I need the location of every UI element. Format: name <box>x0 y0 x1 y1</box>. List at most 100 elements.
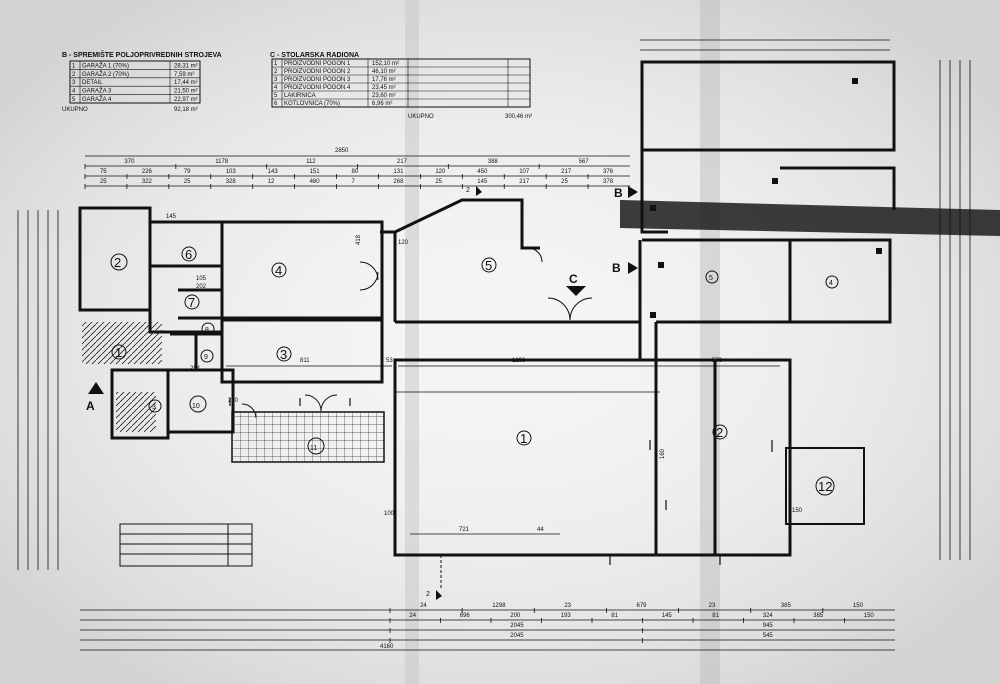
section-a-arrow <box>88 382 104 394</box>
axis-2-bottom-label: 2 <box>426 591 430 598</box>
dim-top-row2-label: 107 <box>519 169 530 175</box>
legend-workshop-row-no: 2 <box>274 69 278 75</box>
dim-bottom-row2-label: 324 <box>763 613 774 619</box>
dim-bottom-row1-label: 150 <box>853 603 864 609</box>
legend-workshop-title: C - STOLARSKA RADIONA <box>270 52 359 59</box>
section-b-lower-label: B <box>612 261 621 275</box>
legend-workshop-row-area: 6,96 m² <box>372 101 392 107</box>
room-1-main-label: 1 <box>520 431 527 446</box>
dim-bottom-row2-label: 385 <box>813 613 824 619</box>
room-7-label: 7 <box>188 295 195 310</box>
dim-44: 44 <box>537 527 544 533</box>
room-2-left-label: 2 <box>114 255 121 270</box>
dim-top-row2-label: 131 <box>393 169 404 175</box>
dim-top-row2-label: 226 <box>142 169 153 175</box>
room-3-stair-label: 3 <box>152 404 156 411</box>
dim-top-overall: 2850 <box>335 148 349 154</box>
legend-garage-row-name: GARAŽA 4 <box>82 95 112 103</box>
grid-ticks <box>229 398 773 565</box>
dim-160: 160 <box>660 448 666 459</box>
dim-top-row3-label: 328 <box>226 179 237 185</box>
dim-254: 254 <box>190 366 201 372</box>
legend-garage-row-name: GARAŽA 2 (70%) <box>82 70 129 78</box>
legend-workshop-row-name: KOTLOVNICA (70%) <box>284 101 340 107</box>
legend-workshop-row-no: 4 <box>274 85 278 91</box>
dim-bottom-row3-label: 2045 <box>510 623 524 629</box>
room-labels: 2 6 4 7 8 1 9 3 3 10 11 5 1 2 12 5 4 <box>110 246 839 496</box>
dim-bottom-row4-label: 2045 <box>510 633 524 639</box>
legend-workshop-row-name: PROIZVODNI POGON 3 <box>284 77 351 83</box>
dim-top-row3-label: 12 <box>268 179 275 185</box>
legend-garage-row-name: DETAIL <box>82 80 103 86</box>
dim-top-row2-label: 75 <box>100 169 107 175</box>
fold-line-vertical <box>405 0 419 684</box>
legend-workshop-row-name: PROIZVODNI POGON 4 <box>284 85 351 91</box>
door-swings-hall <box>527 247 593 321</box>
legend-small-bottom <box>119 523 253 567</box>
legend-garage-row-no: 2 <box>72 72 76 78</box>
stair-hatch-room-1 <box>82 322 162 364</box>
room-9-label: 9 <box>204 354 208 361</box>
legend-garage-row-area: 7,59 m² <box>174 72 194 78</box>
dim-240: 240 <box>228 398 239 404</box>
left-dimension-chains <box>17 210 59 570</box>
dim-top-row2-label: 103 <box>226 169 237 175</box>
dim-bottom-row2-label: 81 <box>712 613 719 619</box>
legend-workshop-row-no: 6 <box>274 101 278 107</box>
upper-right-walls <box>640 60 896 324</box>
dim-bottom-overall: 4160 <box>380 644 394 650</box>
legend-workshop-row-name: PROIZVODNI POGON 1 <box>284 61 351 67</box>
legend-garage-row-area: 21,50 m² <box>174 89 198 95</box>
dim-bottom-row2-label: 145 <box>662 613 673 619</box>
section-markers: A B B C 2 2 <box>86 186 638 600</box>
legend-garage-row-name: GARAŽA 1 (70%) <box>82 61 129 69</box>
legend-garage-total-label: UKUPNO <box>62 107 88 113</box>
fold-crease-dark <box>620 200 1000 236</box>
dim-53: 53 <box>386 358 393 364</box>
dim-bottom-row3-label: 945 <box>763 623 774 629</box>
axis-2-top-label: 2 <box>466 187 470 194</box>
dim-top-row3-label: 322 <box>142 179 153 185</box>
left-wing-walls <box>78 206 384 440</box>
legend-workshop-total-area: 300,46 m² <box>505 114 532 120</box>
legend-garage-title: B - SPREMIŠTE POLJOPRIVREDNIH STROJEVA <box>62 50 222 59</box>
room-1-left-label: 1 <box>115 345 122 360</box>
dim-bottom-row2-label: 150 <box>864 613 875 619</box>
dim-top-row3-label: 268 <box>393 179 404 185</box>
legend-workshop-row-no: 5 <box>274 93 278 99</box>
dim-top-row2-label: 143 <box>268 169 279 175</box>
dim-top-row3-label: 25 <box>184 179 191 185</box>
bottom-dimension-chains <box>80 609 895 651</box>
dim-bottom-row1-label: 679 <box>637 603 648 609</box>
legend-garage-table: B - SPREMIŠTE POLJOPRIVREDNIH STROJEVA 1… <box>62 50 222 113</box>
section-a-label: A <box>86 399 95 413</box>
legend-workshop-row-area: 46,10 m² <box>372 69 396 75</box>
dim-top-row3-label: 145 <box>477 179 488 185</box>
section-c-label: C <box>569 272 578 286</box>
legend-workshop-total-label: UKUPNO <box>408 114 434 120</box>
dim-top-row1-label: 1178 <box>215 159 229 165</box>
dim-418: 418 <box>356 234 362 245</box>
legend-workshop-row-area: 152,10 m² <box>372 61 399 67</box>
dim-top-row2-label: 217 <box>561 169 572 175</box>
dim-top-row2-label: 120 <box>435 169 446 175</box>
dim-bottom-row2-label: 81 <box>611 613 618 619</box>
terrace-grid-room-11 <box>232 412 384 462</box>
dim-811: 811 <box>300 358 310 364</box>
room-4-left-label: 4 <box>275 263 282 278</box>
legend-garage-row-no: 4 <box>72 89 76 95</box>
legend-workshop-row-no: 3 <box>274 77 278 83</box>
room-3-left-label: 3 <box>280 347 287 362</box>
dim-top-row1-label: 370 <box>124 159 135 165</box>
legend-workshop-row-name: PROIZVODNI POGON 2 <box>284 69 351 75</box>
room-10-label: 10 <box>192 403 200 410</box>
dim-top-row3-label: 378 <box>603 179 614 185</box>
legend-garage-row-area: 22,97 m² <box>174 97 198 103</box>
section-b-upper-label: B <box>614 186 623 200</box>
legend-garage-row-area: 17,44 m² <box>174 80 198 86</box>
dim-bottom-row4-label: 545 <box>763 633 774 639</box>
legend-garage-row-no: 3 <box>72 80 76 86</box>
